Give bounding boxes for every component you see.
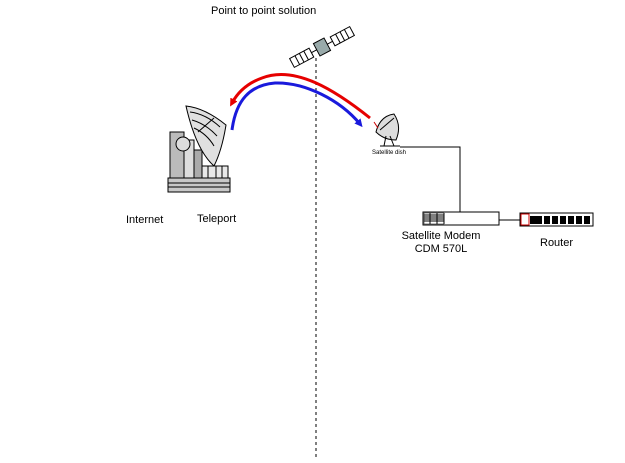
diagram-title: Point to point solution [211, 5, 317, 17]
uplink-arrow [230, 73, 371, 120]
modem-label-line1: Satellite Modem [401, 230, 481, 242]
satellite-dish-icon [373, 113, 400, 147]
satellite-dish-label: Satellite dish [372, 150, 407, 156]
modem-label-line2: CDM 570L [414, 243, 468, 255]
router-label: Router [540, 237, 574, 249]
satellite-modem-icon [422, 211, 500, 226]
internet-label: Internet [126, 214, 164, 226]
downlink-arrow [230, 81, 363, 131]
teleport-antenna-icon [167, 105, 231, 193]
router-icon [519, 212, 594, 227]
satellite-icon [288, 25, 356, 69]
teleport-label: Teleport [197, 213, 237, 225]
dish-to-modem-cable [400, 146, 461, 212]
